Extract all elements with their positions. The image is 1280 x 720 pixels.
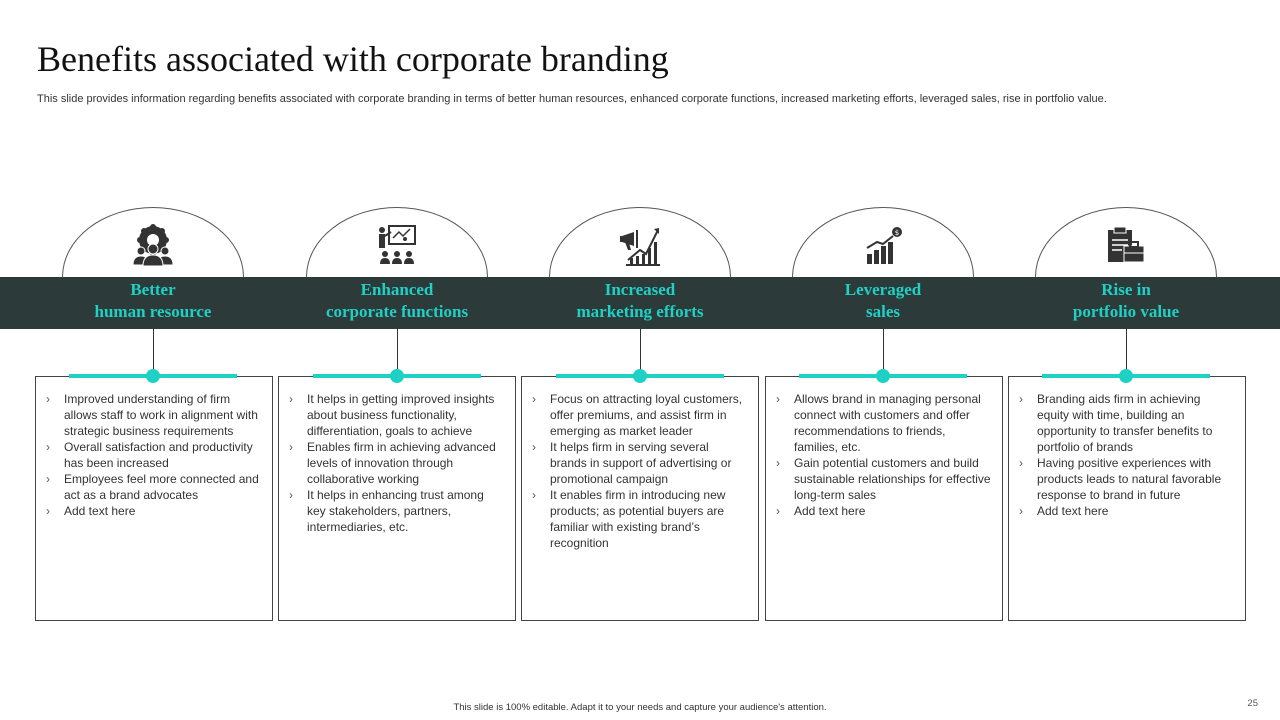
slide-subtitle: This slide provides information regardin… [37,93,1107,105]
list-item: It helps firm in serving several brands … [532,439,748,487]
connector-dot [390,369,404,383]
card-leveraged-sales: Allows brand in managing personal connec… [765,376,1003,621]
list-item: It helps in getting improved insights ab… [289,391,505,439]
card-corporate-functions: It helps in getting improved insights ab… [278,376,516,621]
list-item: Focus on attracting loyal customers, off… [532,391,748,439]
card-human-resource: Improved understanding of firm allows st… [35,376,273,621]
list-item: Improved understanding of firm allows st… [46,391,262,439]
connector-dot [146,369,160,383]
connector-line [1126,329,1127,375]
slide-title: Benefits associated with corporate brand… [37,39,669,79]
connector-line [153,329,154,375]
list-item: Gain potential customers and build susta… [776,455,992,503]
page-number: 25 [1247,698,1258,709]
presentation-audience-icon [379,225,416,264]
card-marketing-efforts: Focus on attracting loyal customers, off… [521,376,759,621]
megaphone-growth-icon [620,228,660,266]
list-item: Enables firm in achieving advanced level… [289,439,505,487]
list-item: Having positive experiences with product… [1019,455,1235,503]
list-item: Allows brand in managing personal connec… [776,391,992,455]
connector-line [640,329,641,375]
header-band [0,277,1280,329]
connector-dot [876,369,890,383]
list-item: Employees feel more connected and act as… [46,471,262,503]
list-item: It helps in enhancing trust among key st… [289,487,505,535]
list-item: Add text here [776,503,992,519]
connector-line [883,329,884,375]
portfolio-clipboard-icon [1108,226,1145,263]
connector-dot [633,369,647,383]
card-portfolio-value: Branding aids firm in achieving equity w… [1008,376,1246,621]
svg-text:$: $ [895,229,899,237]
slide-footer: This slide is 100% editable. Adapt it to… [453,702,827,713]
list-item: Overall satisfaction and productivity ha… [46,439,262,471]
list-item: Add text here [1019,503,1235,519]
connector-dot [1119,369,1133,383]
team-gear-icon [132,224,174,267]
list-item: It enables firm in introducing new produ… [532,487,748,551]
sales-growth-chart-icon: $ [866,227,902,264]
list-item: Add text here [46,503,262,519]
list-item: Branding aids firm in achieving equity w… [1019,391,1235,455]
connector-line [397,329,398,375]
